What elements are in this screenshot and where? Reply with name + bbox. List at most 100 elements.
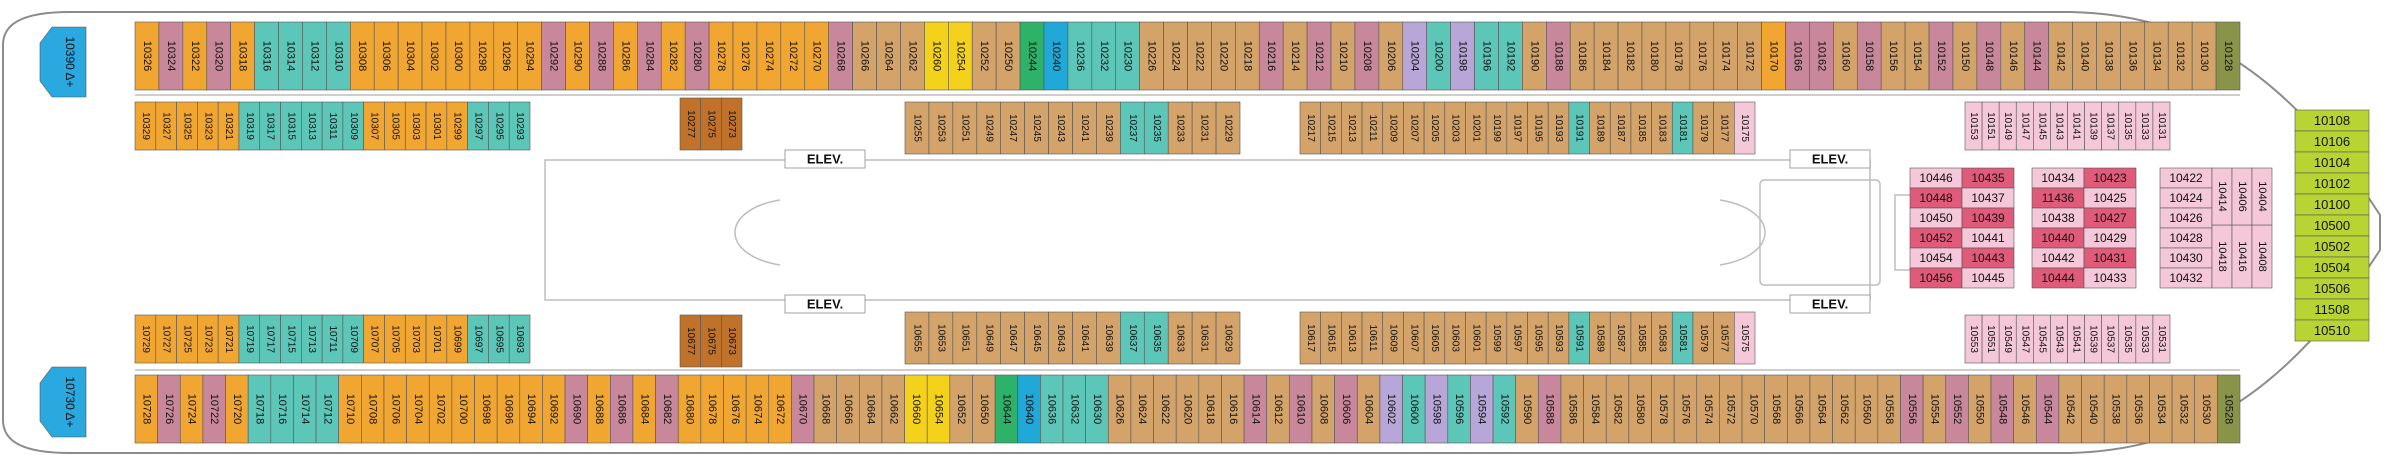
- inner-bottom-cabin[interactable]: 10539: [2084, 314, 2102, 364]
- bottom-cabin[interactable]: 10564: [1809, 374, 1833, 444]
- inner-top-cabin[interactable]: 10177: [1713, 101, 1735, 155]
- atrium-cabin[interactable]: 10404: [2251, 167, 2273, 226]
- inner-bottom-cabin[interactable]: 10553: [1964, 314, 1983, 364]
- top-cabin[interactable]: 10324: [158, 21, 184, 91]
- top-cabin[interactable]: 10268: [828, 21, 853, 91]
- inner-bottom-cabin[interactable]: 10575: [1734, 311, 1756, 365]
- bottom-cabin[interactable]: 10588: [1538, 374, 1562, 444]
- inner-bottom-cabin[interactable]: 10649: [976, 311, 1002, 365]
- top-cabin[interactable]: 10200: [1426, 21, 1451, 91]
- top-cabin[interactable]: 10130: [2191, 21, 2217, 91]
- bottom-cabin[interactable]: 10582: [1605, 374, 1630, 444]
- top-cabin[interactable]: 10180: [1641, 21, 1667, 91]
- inner-bottom-cabin[interactable]: 10601: [1465, 311, 1487, 365]
- inner-bottom-cabin[interactable]: 10651: [952, 311, 978, 365]
- top-cabin[interactable]: 10142: [2048, 21, 2073, 91]
- atrium-cabin[interactable]: 10454: [1909, 247, 1963, 269]
- top-cabin[interactable]: 10276: [732, 21, 758, 91]
- bottom-cabin[interactable]: 10552: [1945, 374, 1969, 444]
- bottom-cabin[interactable]: 10726: [157, 374, 181, 444]
- inner-top-cabin[interactable]: 10207: [1403, 101, 1425, 155]
- top-cabin[interactable]: 10158: [1856, 21, 1882, 91]
- inner-bottom-cabin[interactable]: 10595: [1527, 311, 1549, 365]
- inner-bottom-cabin[interactable]: 10633: [1167, 311, 1193, 365]
- bottom-cabin[interactable]: 10682: [655, 374, 679, 444]
- atrium-cabin[interactable]: 10434: [2031, 167, 2085, 189]
- top-cabin[interactable]: 10240: [1043, 21, 1069, 91]
- inner-top-cabin[interactable]: 10135: [2118, 101, 2137, 151]
- inner-top-cabin[interactable]: 10217: [1299, 101, 1321, 155]
- bottom-cabin[interactable]: 10714: [293, 374, 317, 444]
- bottom-cabin[interactable]: 10676: [723, 374, 747, 444]
- bottom-cabin[interactable]: 10596: [1447, 374, 1471, 444]
- inner-bottom-cabin[interactable]: 10599: [1485, 311, 1508, 365]
- bottom-cabin[interactable]: 10576: [1673, 374, 1698, 444]
- inner-top-cabin[interactable]: 10241: [1072, 101, 1097, 155]
- inner-bottom-cabin[interactable]: 10597: [1506, 311, 1528, 365]
- inner-top-cabin[interactable]: 10213: [1341, 101, 1363, 155]
- top-cabin[interactable]: 10308: [349, 21, 375, 91]
- inner-top-cabin[interactable]: 10239: [1096, 101, 1121, 155]
- top-cabin[interactable]: 10244: [1019, 21, 1045, 91]
- top-cabin[interactable]: 10264: [876, 21, 901, 91]
- bottom-cabin[interactable]: 10600: [1402, 374, 1426, 444]
- top-cabin[interactable]: 10322: [182, 21, 208, 91]
- bottom-cabin[interactable]: 10574: [1696, 374, 1720, 444]
- inner-bottom-cabin[interactable]: 10673: [721, 314, 743, 368]
- atrium-cabin[interactable]: 10416: [2231, 224, 2253, 289]
- lime-cabin[interactable]: 10510: [2294, 319, 2370, 342]
- inner-bottom-cabin[interactable]: 10653: [928, 311, 954, 365]
- atrium-cabin[interactable]: 10422: [2159, 167, 2213, 189]
- lime-cabin[interactable]: 10504: [2294, 256, 2370, 279]
- bottom-cabin[interactable]: 10684: [632, 374, 656, 444]
- inner-top-cabin[interactable]: 10235: [1143, 101, 1169, 155]
- atrium-cabin[interactable]: 11436: [2031, 187, 2085, 209]
- top-cabin[interactable]: 10136: [2120, 21, 2145, 91]
- top-cabin[interactable]: 10206: [1378, 21, 1404, 91]
- bottom-cabin[interactable]: 10724: [179, 374, 204, 444]
- bottom-cabin[interactable]: 10550: [1968, 374, 1992, 444]
- bottom-cabin[interactable]: 10664: [859, 374, 883, 444]
- inner-top-cabin[interactable]: 10305: [384, 101, 406, 151]
- bottom-cabin[interactable]: 10666: [836, 374, 860, 444]
- atrium-cabin[interactable]: 10425: [2083, 187, 2137, 209]
- inner-top-cabin[interactable]: 10201: [1465, 101, 1487, 155]
- inner-top-cabin[interactable]: 10319: [238, 101, 261, 151]
- top-cabin[interactable]: 10208: [1354, 21, 1380, 91]
- top-cabin[interactable]: 10310: [326, 21, 351, 91]
- top-cabin[interactable]: 10318: [230, 21, 255, 91]
- bottom-cabin[interactable]: 10594: [1470, 374, 1494, 444]
- atrium-cabin[interactable]: 10452: [1909, 227, 1963, 249]
- inner-top-cabin[interactable]: 10275: [700, 97, 722, 151]
- bottom-cabin[interactable]: 10560: [1854, 374, 1879, 444]
- bottom-cabin[interactable]: 10622: [1153, 374, 1177, 444]
- bottom-cabin[interactable]: 10722: [202, 374, 226, 444]
- inner-top-cabin[interactable]: 10199: [1485, 101, 1508, 155]
- inner-bottom-cabin[interactable]: 10645: [1024, 311, 1049, 365]
- atrium-cabin[interactable]: 10438: [2031, 207, 2085, 229]
- inner-top-cabin[interactable]: 10139: [2084, 101, 2102, 151]
- atrium-cabin[interactable]: 10448: [1909, 187, 1963, 209]
- inner-top-cabin[interactable]: 10293: [508, 101, 531, 151]
- top-cabin[interactable]: 10272: [780, 21, 806, 91]
- bottom-cabin[interactable]: 10662: [881, 374, 905, 444]
- forward-suite[interactable]: 10730 Δ+: [39, 366, 87, 438]
- inner-top-cabin[interactable]: 10277: [679, 97, 701, 151]
- top-cabin[interactable]: 10312: [302, 21, 327, 91]
- top-cabin[interactable]: 10286: [613, 21, 638, 91]
- top-cabin[interactable]: 10140: [2072, 21, 2097, 91]
- top-cabin[interactable]: 10148: [1976, 21, 2002, 91]
- inner-top-cabin[interactable]: 10141: [2067, 101, 2085, 151]
- inner-bottom-cabin[interactable]: 10719: [238, 314, 261, 364]
- top-cabin[interactable]: 10250: [995, 21, 1021, 91]
- inner-bottom-cabin[interactable]: 10549: [1998, 314, 2017, 364]
- inner-bottom-cabin[interactable]: 10609: [1382, 311, 1404, 365]
- inner-top-cabin[interactable]: 10137: [2101, 101, 2120, 151]
- lime-cabin[interactable]: 11508: [2294, 298, 2370, 321]
- bottom-cabin[interactable]: 10640: [1017, 374, 1041, 444]
- top-cabin[interactable]: 10150: [1952, 21, 1978, 91]
- atrium-cabin[interactable]: 10414: [2211, 167, 2233, 226]
- top-cabin[interactable]: 10274: [756, 21, 782, 91]
- top-cabin[interactable]: 10292: [541, 21, 566, 91]
- inner-bottom-cabin[interactable]: 10701: [425, 314, 448, 364]
